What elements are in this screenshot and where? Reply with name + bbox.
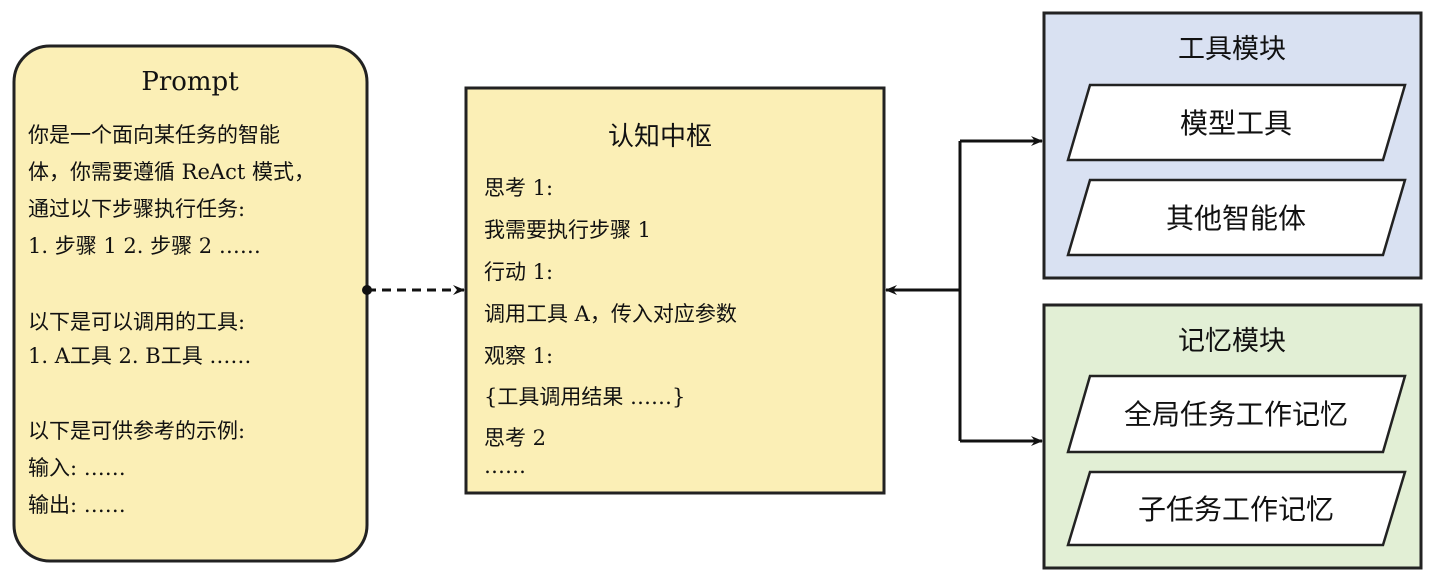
memory-item: 全局任务工作记忆 (1124, 398, 1348, 431)
tool-item: 模型工具 (1180, 107, 1292, 140)
prompt-line: 1. A工具 2. B工具 …… (28, 344, 251, 368)
hub-line: 行动 1: (484, 260, 553, 284)
hub-line: …… (484, 454, 526, 478)
memory-module: 记忆模块 全局任务工作记忆 子任务工作记忆 (1042, 303, 1423, 570)
tool-module: 工具模块 模型工具 其他智能体 (1042, 11, 1423, 280)
tool-item-shape (1066, 83, 1407, 162)
hub-line: {工具调用结果 ……} (484, 385, 685, 409)
memory-item-shape (1066, 470, 1407, 547)
prompt-title: Prompt (141, 67, 239, 97)
prompt-to-hub-arrow (362, 285, 465, 295)
cognitive-hub-box: 认知中枢 思考 1: 我需要执行步骤 1 行动 1: 调用工具 A，传入对应参数… (464, 86, 886, 495)
hub-module-connectors (885, 136, 1043, 446)
prompt-line: 体，你需要遵循 ReAct 模式， (28, 160, 315, 184)
tool-item: 其他智能体 (1166, 202, 1306, 235)
memory-module-title: 记忆模块 (1178, 326, 1286, 357)
hub-line: 观察 1: (484, 344, 553, 368)
prompt-line: 输入: …… (28, 456, 126, 480)
hub-line: 思考 2 (484, 426, 546, 450)
prompt-line: 以下是可以调用的工具: (28, 310, 245, 334)
hub-title: 认知中枢 (608, 122, 712, 152)
hub-line: 调用工具 A，传入对应参数 (484, 302, 737, 326)
prompt-line: 输出: …… (28, 493, 126, 517)
prompt-line: 以下是可供参考的示例: (28, 419, 245, 443)
prompt-line: 你是一个面向某任务的智能 (28, 123, 280, 147)
tool-module-title: 工具模块 (1178, 34, 1286, 65)
tool-item-shape (1066, 178, 1407, 257)
prompt-line: 通过以下步骤执行任务: (28, 197, 245, 221)
hub-line: 思考 1: (484, 176, 553, 200)
memory-item-shape (1066, 374, 1407, 454)
memory-item: 子任务工作记忆 (1138, 493, 1334, 526)
hub-line: 我需要执行步骤 1 (484, 218, 651, 242)
prompt-box: Prompt 你是一个面向某任务的智能 体，你需要遵循 ReAct 模式， 通过… (12, 44, 369, 563)
prompt-line: 1. 步骤 1 2. 步骤 2 …… (28, 234, 261, 258)
